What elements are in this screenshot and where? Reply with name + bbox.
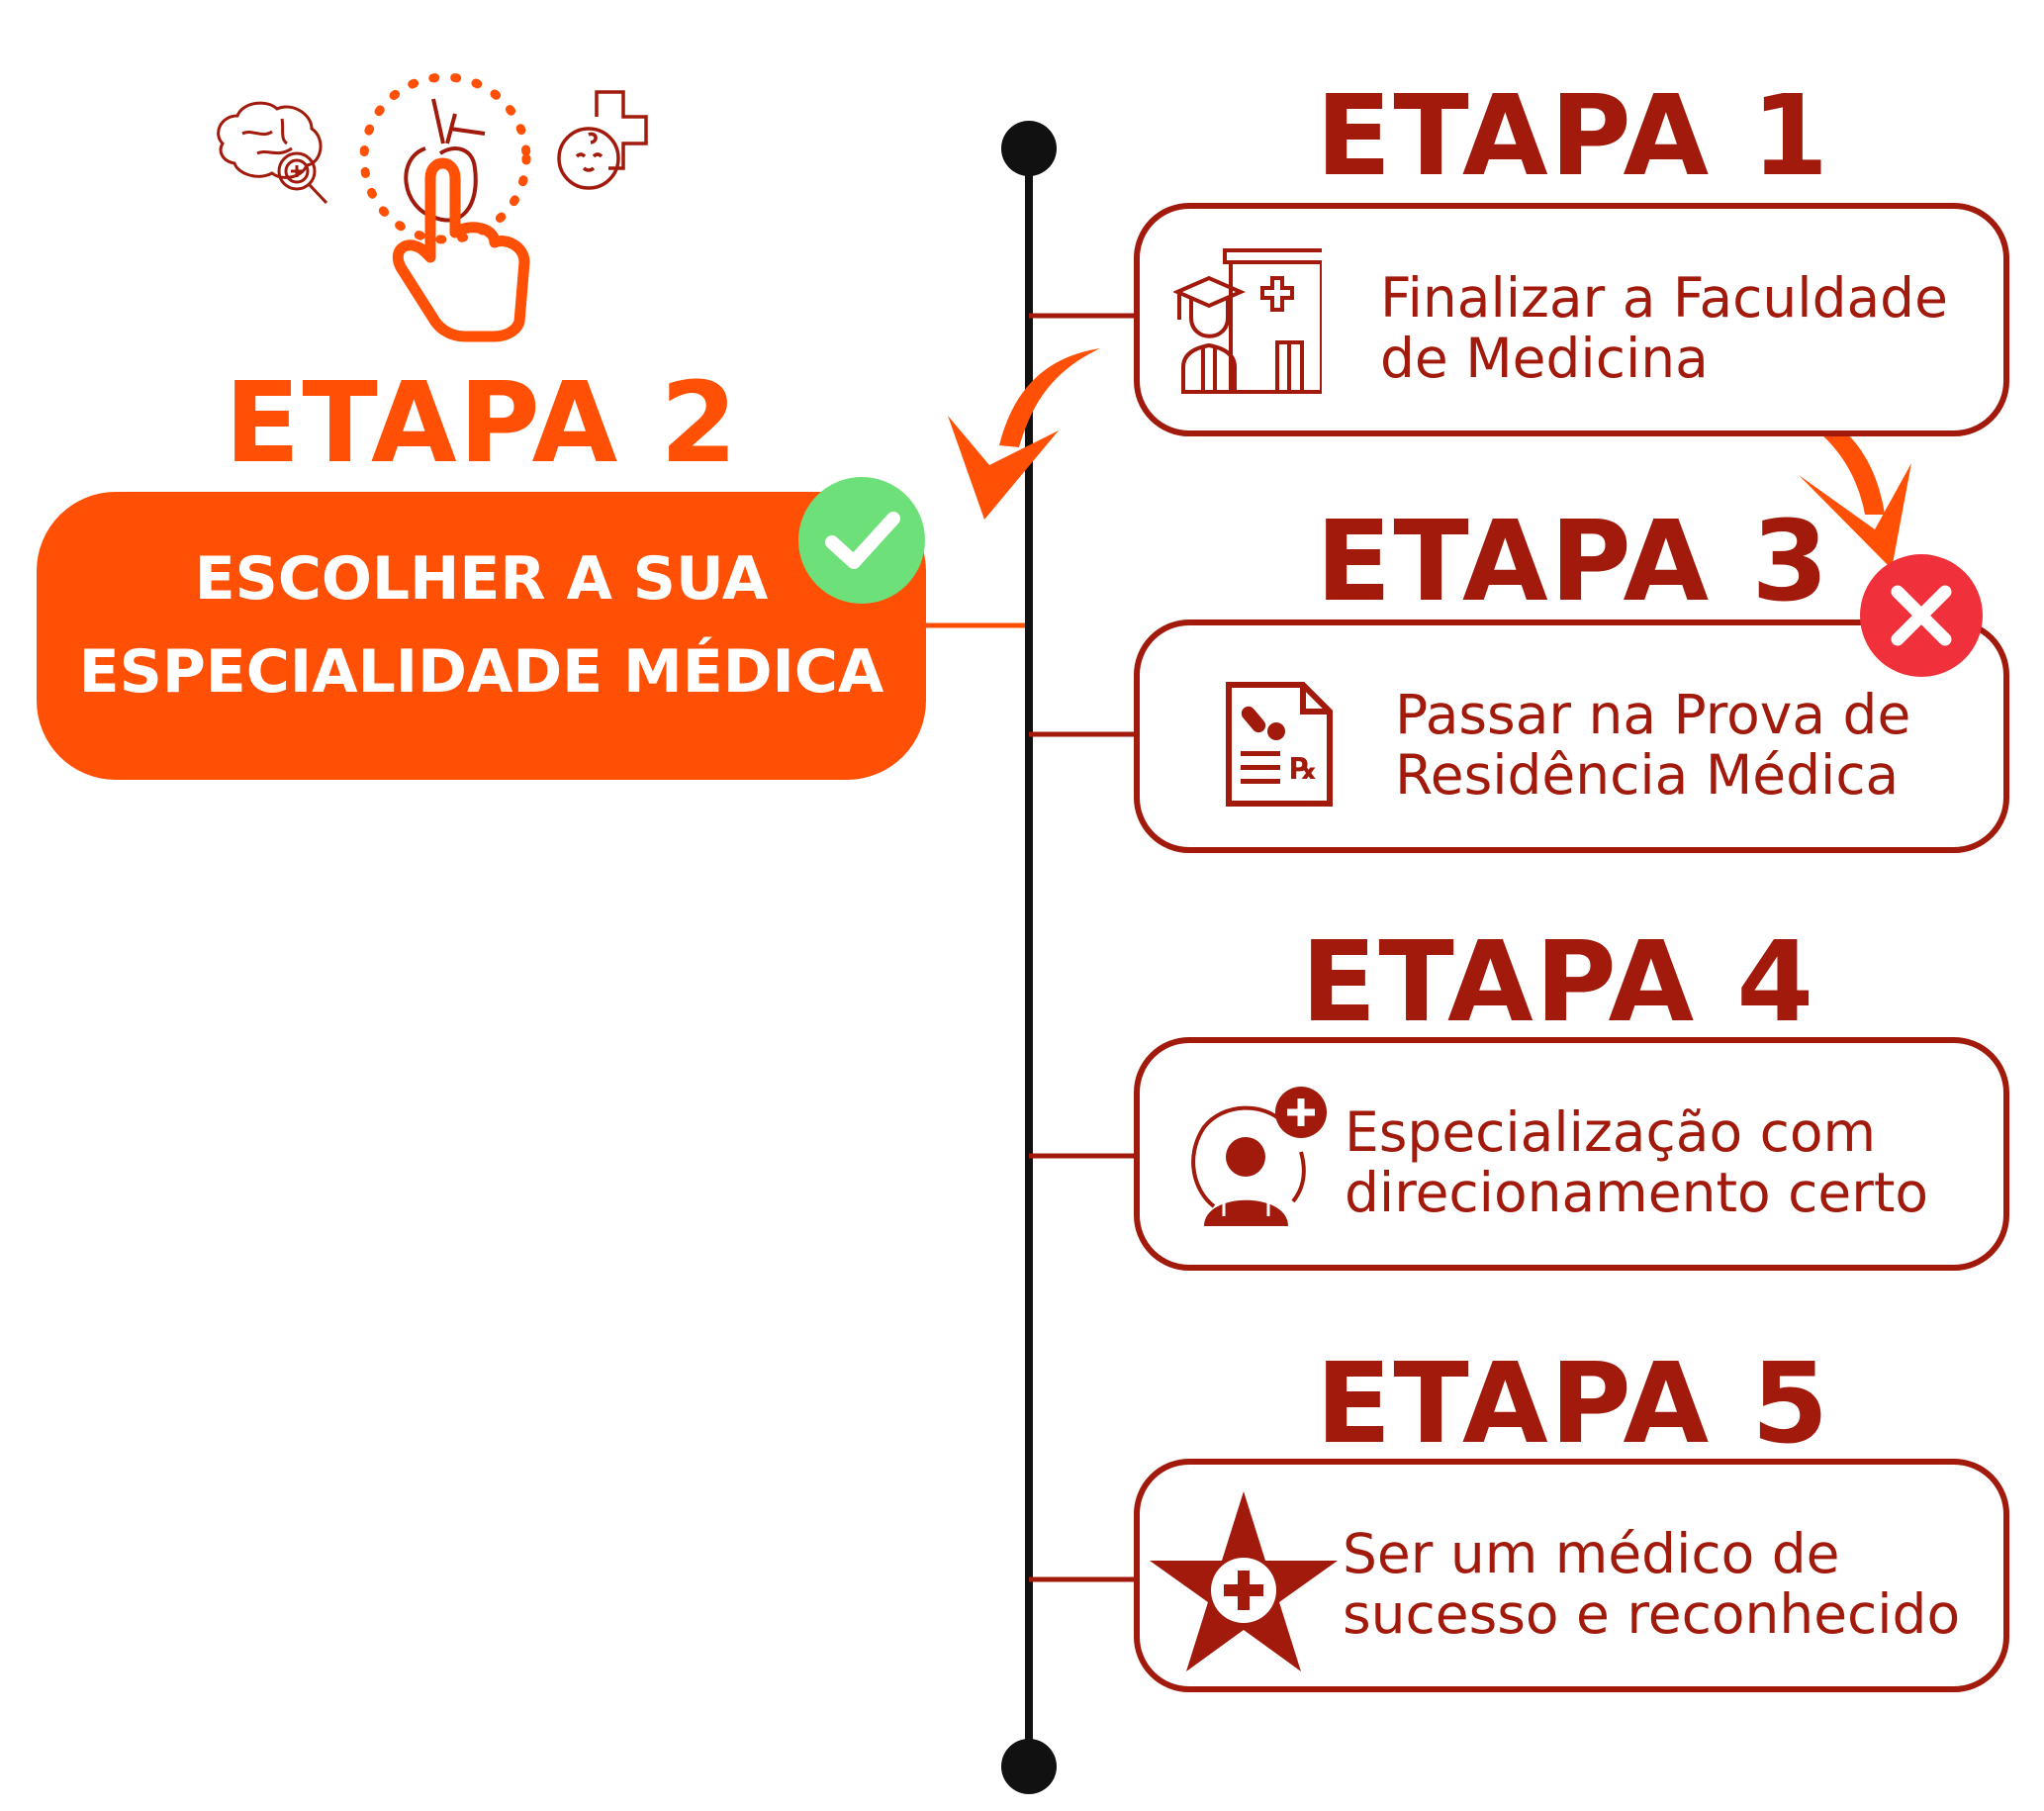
- step3-line2: Residência Médica: [1395, 743, 1900, 807]
- step5-card: Ser um médico de sucesso e reconhecido: [1134, 1459, 2009, 1692]
- star-cross-icon: [1150, 1491, 1338, 1671]
- step3-heading: ETAPA 3: [1315, 498, 1831, 626]
- x-icon: [1860, 554, 1983, 677]
- step1-line1: Finalizar a Faculdade: [1380, 266, 1948, 330]
- prescription-icon: ℞: [1226, 682, 1333, 807]
- step2-line2: ESPECIALIDADE MÉDICA: [78, 637, 884, 707]
- step5-line1: Ser um médico de: [1343, 1522, 1840, 1585]
- curved-arrow-left: [948, 348, 1100, 520]
- step4-card: Especialização com direcionamento certo: [1134, 1037, 2009, 1271]
- check-icon: [798, 477, 925, 604]
- step5-heading: ETAPA 5: [1315, 1340, 1831, 1469]
- svg-text:℞: ℞: [1290, 752, 1317, 787]
- graduate-hospital-icon: [1173, 248, 1322, 394]
- step4-line1: Especialização com: [1345, 1100, 1877, 1164]
- step3-line1: Passar na Prova de: [1395, 683, 1911, 746]
- step2-heading: ETAPA 2: [224, 359, 740, 488]
- step3-card: ℞ Passar na Prova de Residência Médica: [1134, 620, 2009, 853]
- heart-touch-icon: [359, 72, 531, 342]
- step4-heading: ETAPA 4: [1300, 918, 1816, 1047]
- brain-search-icon: [217, 101, 328, 205]
- step1-card: Finalizar a Faculdade de Medicina: [1134, 203, 2009, 436]
- timeline-end-dot: [1001, 1739, 1057, 1794]
- doctor-plus-icon: [1191, 1087, 1327, 1226]
- step5-line2: sucesso e reconhecido: [1343, 1582, 1961, 1646]
- timeline-start-dot: [1001, 121, 1057, 176]
- step2-line1: ESCOLHER A SUA: [194, 544, 769, 614]
- baby-plus-icon: [557, 90, 648, 190]
- step2-card: ESCOLHER A SUA ESPECIALIDADE MÉDICA: [37, 492, 926, 780]
- step1-heading: ETAPA 1: [1315, 72, 1831, 201]
- step1-line2: de Medicina: [1380, 327, 1709, 390]
- step4-line2: direcionamento certo: [1345, 1161, 1929, 1224]
